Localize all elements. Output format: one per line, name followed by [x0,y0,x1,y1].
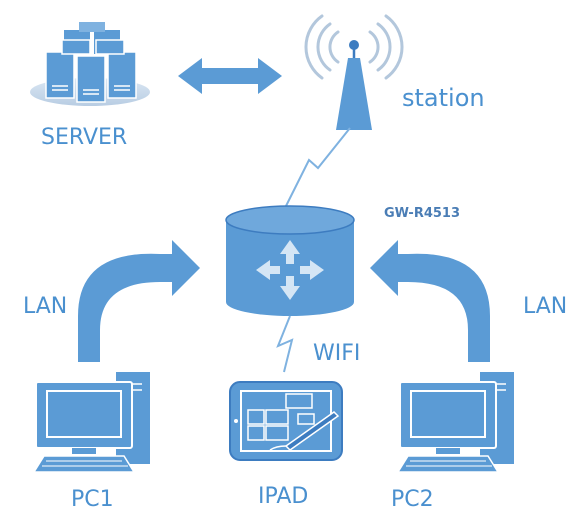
server-label: SERVER [41,125,128,150]
server-cluster-icon [30,22,150,106]
wifi-link-icon [276,315,294,373]
bidirectional-arrow-icon [178,58,282,94]
lan-arrow-left-icon [78,240,200,362]
lan-right-label: LAN [523,294,568,319]
pc2-label: PC2 [391,487,434,512]
wireless-link-icon [284,127,351,209]
wifi-label: WIFI [313,341,361,366]
desktop-computer-icon [396,372,514,473]
tablet-with-stylus-icon [229,381,343,461]
antenna-tower-icon [304,14,404,130]
ipad-label: IPAD [258,484,309,509]
desktop-computer-icon [32,372,150,473]
lan-arrow-right-icon [370,240,490,362]
router-icon [225,205,355,316]
gateway-label: GW-R4513 [384,206,461,221]
lan-left-label: LAN [23,294,68,319]
pc1-label: PC1 [71,487,114,512]
station-label: station [402,84,485,112]
